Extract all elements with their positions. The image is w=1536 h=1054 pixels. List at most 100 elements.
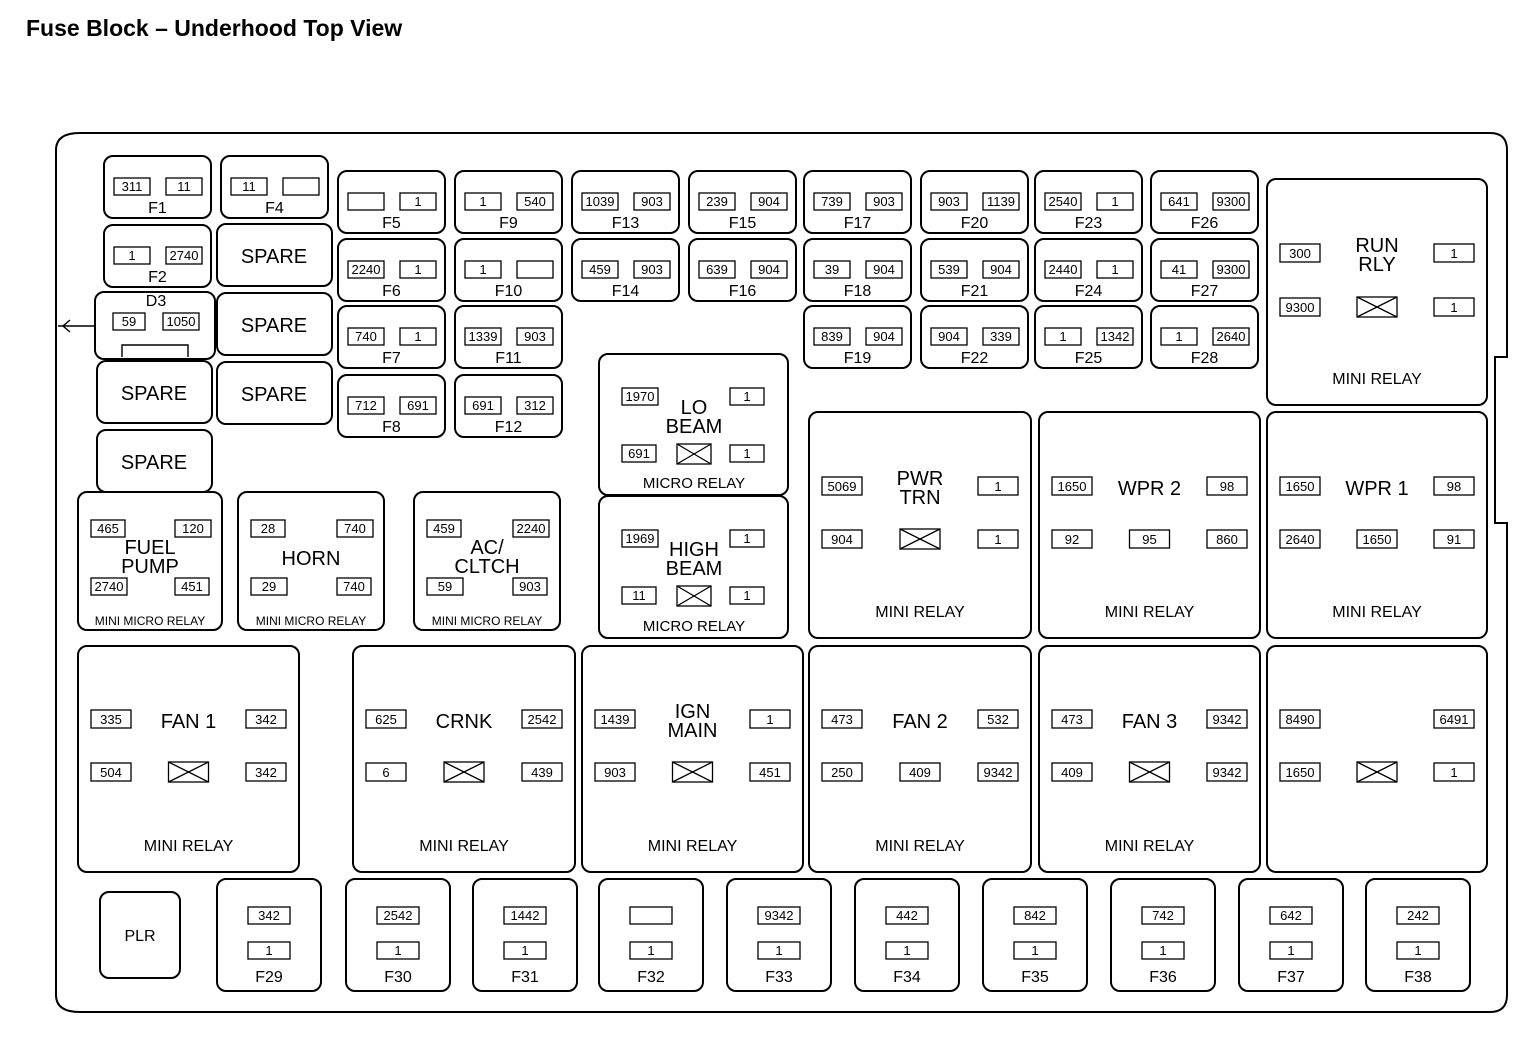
fuse-f23-frame[interactable] xyxy=(1034,170,1143,234)
spare-slot-4[interactable]: SPARE xyxy=(216,361,333,425)
fuse-f9-frame[interactable] xyxy=(454,170,563,234)
fuse-f34-frame[interactable] xyxy=(854,878,960,992)
spare-slot-3-frame[interactable] xyxy=(96,360,213,424)
fuse-f18-frame[interactable] xyxy=(803,238,912,302)
fuse-f35-frame[interactable] xyxy=(982,878,1088,992)
spare-slot-1[interactable]: SPARE xyxy=(216,223,333,287)
fuse-f19-frame[interactable] xyxy=(803,305,912,369)
fuse-f15-frame[interactable] xyxy=(688,170,797,234)
spare-slot-1-frame[interactable] xyxy=(216,223,333,287)
relay-wpr-1-frame[interactable] xyxy=(1266,411,1488,639)
fuse-f31-frame[interactable] xyxy=(472,878,578,992)
relay-run-rly-frame[interactable] xyxy=(1266,178,1488,406)
relay-wpr-2-frame[interactable] xyxy=(1038,411,1261,639)
fuse-f14-frame[interactable] xyxy=(571,238,680,302)
relay-fan-3-frame[interactable] xyxy=(1038,645,1261,873)
fuse-f16-frame[interactable] xyxy=(688,238,797,302)
fuse-f7-frame[interactable] xyxy=(337,305,446,369)
fuse-f6-frame[interactable] xyxy=(337,238,446,302)
relay-crnk-frame[interactable] xyxy=(352,645,576,873)
spare-slot-3[interactable]: SPARE xyxy=(96,360,213,424)
relay-ign-main-frame[interactable] xyxy=(581,645,804,873)
fuse-f25-frame[interactable] xyxy=(1034,305,1143,369)
relay-unlabeled-frame[interactable] xyxy=(1266,645,1488,873)
fuse-f33-frame[interactable] xyxy=(726,878,832,992)
relay-fan-1-frame[interactable] xyxy=(77,645,300,873)
spare-slot-2[interactable]: SPARE xyxy=(216,292,333,356)
fuse-f5[interactable]: 1F5 xyxy=(337,170,446,234)
plr-slot-frame[interactable] xyxy=(99,891,181,979)
fuse-f30-frame[interactable] xyxy=(345,878,451,992)
fuse-f1-frame[interactable] xyxy=(103,155,212,219)
fuse-f12-frame[interactable] xyxy=(454,374,563,438)
fuse-f29-frame[interactable] xyxy=(216,878,322,992)
fuse-f21-frame[interactable] xyxy=(920,238,1029,302)
spare-slot-5[interactable]: SPARE xyxy=(96,429,213,493)
fuse-f13-frame[interactable] xyxy=(571,170,680,234)
fuse-f28-frame[interactable] xyxy=(1150,305,1259,369)
fuse-f32-frame[interactable] xyxy=(598,878,704,992)
fuse-f17-frame[interactable] xyxy=(803,170,912,234)
relay-fan-2-frame[interactable] xyxy=(808,645,1032,873)
fuse-f36-frame[interactable] xyxy=(1110,878,1216,992)
relay-pwr-trn-frame[interactable] xyxy=(808,411,1032,639)
fuse-f5-frame[interactable] xyxy=(337,170,446,234)
plr-slot[interactable]: PLR xyxy=(99,891,181,979)
fuse-f10-frame[interactable] xyxy=(454,238,563,302)
fuse-f4-frame[interactable] xyxy=(220,155,329,219)
fuse-f26-frame[interactable] xyxy=(1150,170,1259,234)
fuse-f20-frame[interactable] xyxy=(920,170,1029,234)
fuse-f2-frame[interactable] xyxy=(103,224,212,288)
fuse-f27-frame[interactable] xyxy=(1150,238,1259,302)
